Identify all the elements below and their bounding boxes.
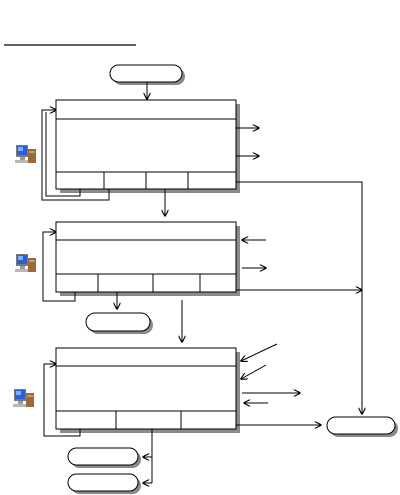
screen-1-loop-inner [45, 112, 81, 197]
end-terminal[interactable] [326, 416, 398, 437]
screen-3-input-arrow [241, 343, 278, 361]
screen-3-loop-connector [43, 364, 81, 437]
bottom-terminal-2[interactable] [67, 473, 141, 494]
screen-3-input-arrow [241, 364, 267, 379]
screen-3-box[interactable] [55, 347, 240, 433]
bottom-terminal-1[interactable] [67, 447, 141, 468]
start-terminal[interactable] [109, 64, 185, 85]
screen-2-loop-connector [42, 232, 76, 302]
screen-1-loop-connector [41, 110, 110, 201]
screen-1-box[interactable] [55, 99, 240, 193]
desktop-computer-icon [15, 145, 36, 163]
connector-screen-1-to-end [236, 181, 362, 414]
desktop-computer-icon [13, 389, 34, 407]
desktop-computer-icon [15, 254, 36, 272]
screen-2-box[interactable] [55, 221, 240, 296]
mid-terminal[interactable] [85, 312, 153, 334]
